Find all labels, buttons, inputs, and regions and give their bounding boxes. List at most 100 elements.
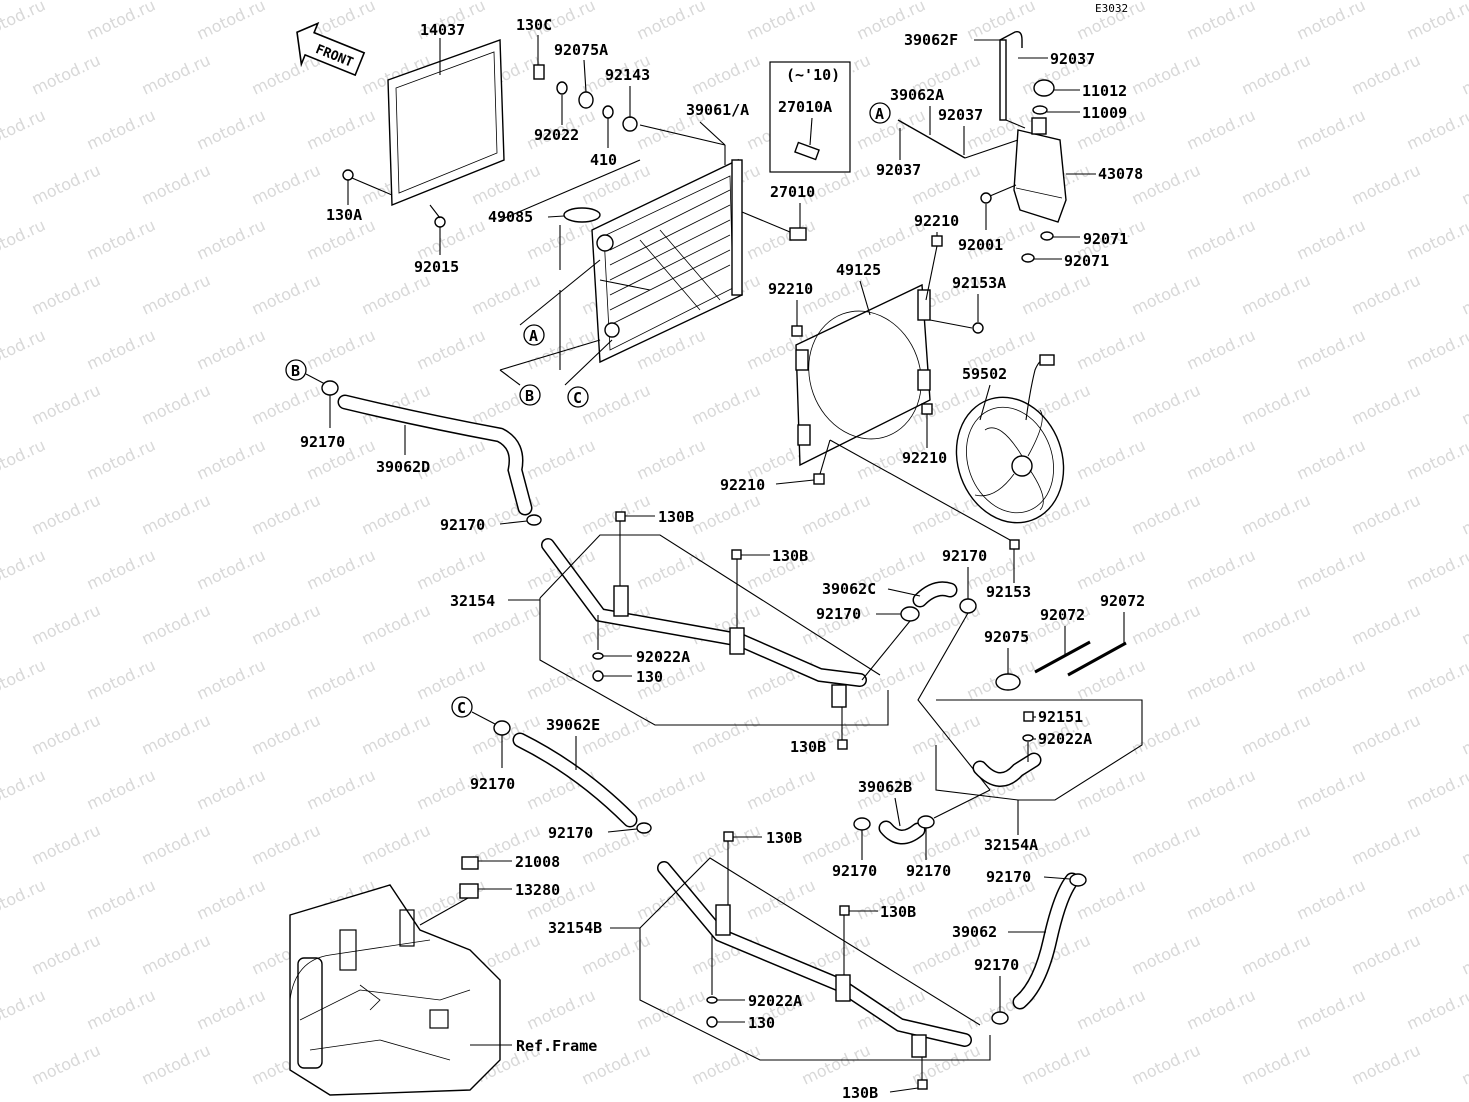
watermark-text: motod.ru xyxy=(744,215,819,263)
watermark-text: motod.ru xyxy=(1239,930,1314,978)
watermark-text: motod.ru xyxy=(194,325,269,373)
watermark-text: motod.ru xyxy=(579,380,654,428)
svg-text:B: B xyxy=(291,362,300,380)
label-92170i: 92170 xyxy=(986,868,1031,886)
watermark-text: motod.ru xyxy=(1184,435,1259,483)
watermark-text: motod.ru xyxy=(359,600,434,648)
watermark-text: motod.ru xyxy=(1294,215,1369,263)
label-92015: 92015 xyxy=(414,258,459,276)
watermark-text: motod.ru xyxy=(139,380,214,428)
pipe-bracket-f xyxy=(911,1034,927,1058)
label-92001: 92001 xyxy=(958,236,1003,254)
label-92210c: 92210 xyxy=(902,449,947,467)
bolt-130B-f xyxy=(917,1079,928,1090)
watermark-text: motod.ru xyxy=(634,0,709,44)
label-92170a: 92170 xyxy=(300,433,345,451)
label-39062F: 39062F xyxy=(904,31,958,49)
watermark-text: motod.ru xyxy=(689,490,764,538)
label-92170e: 92170 xyxy=(470,775,515,793)
watermark-text: motod.ru xyxy=(1184,325,1259,373)
watermark-text: motod.ru xyxy=(1294,655,1369,703)
watermark-text: motod.ru xyxy=(1349,710,1424,758)
watermark-text: motod.ru xyxy=(194,765,269,813)
hose-39062E xyxy=(514,734,636,826)
watermark-text: motod.ru xyxy=(1074,325,1149,373)
watermark-text: motod.ru xyxy=(194,545,269,593)
label-92151: 92151 xyxy=(1038,708,1083,726)
reservoir-tank xyxy=(1013,117,1067,223)
watermark-text: motod.ru xyxy=(29,710,104,758)
clip-21008 xyxy=(461,856,479,870)
label-92143: 92143 xyxy=(605,66,650,84)
front-arrow-icon: FRONT xyxy=(296,21,366,77)
watermark-text: motod.ru xyxy=(1349,380,1424,428)
gasket-11009 xyxy=(1032,105,1048,115)
callout-A-radiator: A xyxy=(523,324,545,346)
watermark-text: motod.ru xyxy=(1074,655,1149,703)
label-92170h: 92170 xyxy=(906,862,951,880)
bolt-130B-a xyxy=(615,511,626,522)
watermark-text: motod.ru xyxy=(854,105,929,153)
watermark-text: motod.ru xyxy=(1459,270,1469,318)
hose-39062C xyxy=(914,582,956,606)
svg-text:A: A xyxy=(875,105,884,123)
clamp-92170a xyxy=(321,380,339,396)
watermark-text: motod.ru xyxy=(1074,435,1149,483)
label-92071b: 92071 xyxy=(1064,252,1109,270)
watermark-text: motod.ru xyxy=(1404,215,1469,263)
clip-92210a xyxy=(931,235,943,247)
watermark-text: motod.ru xyxy=(194,875,269,923)
watermark-text: motod.ru xyxy=(84,215,159,263)
watermark-text: motod.ru xyxy=(1239,1040,1314,1088)
watermark-text: motod.ru xyxy=(1129,380,1204,428)
watermark-text: motod.ru xyxy=(1404,325,1469,373)
label-130b: 130 xyxy=(748,1014,775,1032)
vent-tube xyxy=(999,39,1007,121)
watermark-text: motod.ru xyxy=(1239,380,1314,428)
watermark-text: motod.ru xyxy=(84,765,159,813)
watermark-text: motod.ru xyxy=(1404,765,1469,813)
watermark-text: motod.ru xyxy=(1294,435,1369,483)
watermark-text: motod.ru xyxy=(634,545,709,593)
label-14037: 14037 xyxy=(420,21,465,39)
watermark-text: motod.ru xyxy=(524,215,599,263)
svg-text:B: B xyxy=(525,387,534,405)
pipe-bracket-d xyxy=(715,904,731,936)
watermark-text: motod.ru xyxy=(1459,380,1469,428)
label-49085: 49085 xyxy=(488,208,533,226)
label-27010: 27010 xyxy=(770,183,815,201)
watermark-text: motod.ru xyxy=(0,0,48,44)
label-92170g: 92170 xyxy=(832,862,877,880)
watermark-text: motod.ru xyxy=(1459,490,1469,538)
watermark-text: motod.ru xyxy=(1294,875,1369,923)
watermark-text: motod.ru xyxy=(249,270,324,318)
watermark-text: motod.ru xyxy=(139,490,214,538)
watermark-text: motod.ru xyxy=(1184,765,1259,813)
pipe-bracket-b xyxy=(729,627,745,655)
watermark-text: motod.ru xyxy=(1404,105,1469,153)
label-130Ba: 130B xyxy=(658,508,694,526)
watermark-text: motod.ru xyxy=(84,0,159,44)
watermark-text: motod.ru xyxy=(524,435,599,483)
watermark-text: motod.ru xyxy=(0,765,48,813)
washer-92022A-b xyxy=(1022,734,1034,742)
pipe-32154 xyxy=(542,539,866,686)
label-92022: 92022 xyxy=(534,126,579,144)
label-410: 410 xyxy=(590,151,617,169)
clip-92210b xyxy=(791,325,803,337)
watermark-text: motod.ru xyxy=(84,545,159,593)
watermark-text: motod.ru xyxy=(799,1040,874,1088)
diagram-code: E3032 xyxy=(1095,2,1128,15)
watermark-text: motod.ru xyxy=(1019,270,1094,318)
label-39062E: 39062E xyxy=(546,716,600,734)
cushion-13280 xyxy=(459,883,479,899)
watermark-text: motod.ru xyxy=(304,325,379,373)
watermark-text: motod.ru xyxy=(194,655,269,703)
bolt-130B-c xyxy=(837,739,848,750)
watermark-text: motod.ru xyxy=(29,270,104,318)
clamp-92170f xyxy=(636,822,652,834)
tie-92072b xyxy=(1067,641,1127,677)
watermark-text: motod.ru xyxy=(84,105,159,153)
label-130Bc: 130B xyxy=(790,738,826,756)
label-39062A: 39062A xyxy=(890,86,944,104)
